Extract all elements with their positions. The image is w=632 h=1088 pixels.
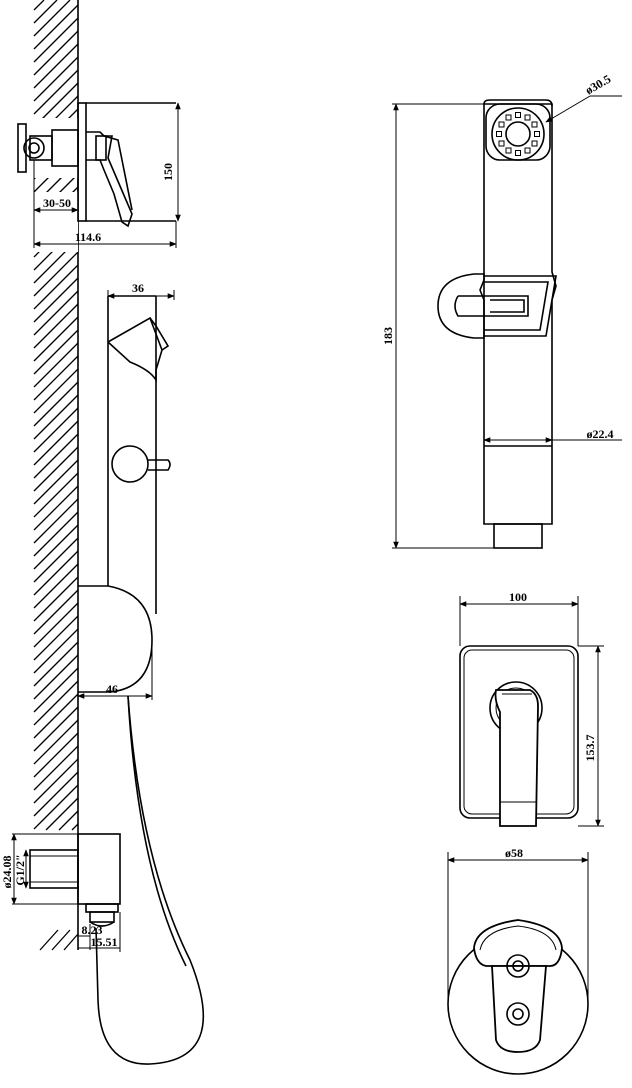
dim-label-d24-08: ø24.08: [0, 856, 14, 889]
wall-section: [14, 0, 79, 950]
hatch-line: [33, 680, 79, 726]
hatch-line: [33, 394, 79, 440]
hatch-line: [33, 693, 79, 739]
dim-label-d22-4: ø22.4: [587, 427, 614, 441]
hatch-line: [33, 745, 79, 791]
nozzle-hole: [498, 121, 505, 128]
hatch-line: [33, 758, 79, 804]
mixer-side-view: [17, 102, 181, 248]
hatch-line: [33, 355, 79, 401]
nozzle-hole: [505, 147, 512, 154]
hatch-line: [33, 524, 79, 570]
hatch-line: [33, 563, 79, 609]
hatch-line: [33, 459, 79, 505]
hatch-line: [33, 420, 79, 466]
hatch-line: [33, 251, 79, 297]
nozzle-ring: [496, 112, 540, 156]
nozzle-hole: [524, 114, 531, 121]
shower-hose: [95, 695, 205, 1065]
nozzle-hole: [531, 121, 538, 128]
hatch-line: [33, 4, 79, 50]
hatch-line: [33, 277, 79, 323]
dim-label-183: 183: [381, 327, 395, 345]
hatch-line: [33, 0, 58, 24]
hatch-line: [33, 589, 79, 635]
dim-label-36: 36: [132, 281, 144, 295]
dim-label-15-51: 15.51: [91, 935, 118, 949]
hatch-line: [33, 719, 79, 765]
hatch-line: [33, 0, 71, 37]
hatch-line: [33, 667, 79, 713]
hatch-line: [58, 810, 79, 831]
hatch-line: [33, 381, 79, 427]
dim-label-d30-5: ø30.5: [583, 72, 613, 98]
hatch-line: [33, 784, 79, 830]
hatch-line: [71, 823, 79, 831]
hatch-line: [45, 797, 79, 831]
nozzle-hole: [534, 131, 540, 137]
wall-connector-side-view: [11, 833, 121, 952]
hatch-line: [33, 30, 79, 76]
nozzle-hole: [505, 114, 512, 121]
hatch-line: [33, 446, 79, 492]
dim-label-8-23: 8.23: [82, 923, 103, 937]
hatch-line: [33, 472, 79, 518]
shower-front-view: [392, 95, 622, 549]
dim-label-153-7: 153.7: [583, 735, 597, 762]
hatch-line: [33, 303, 79, 349]
hatch-line: [33, 407, 79, 453]
dim-label-114-6: 114.6: [75, 230, 101, 244]
hatch-line: [33, 316, 79, 362]
hatch-line: [33, 290, 79, 336]
hatch-line: [33, 511, 79, 557]
hatch-line: [33, 732, 79, 778]
nozzle-hole: [496, 131, 502, 137]
hatch-line: [33, 56, 79, 102]
nozzle-hole: [498, 140, 505, 147]
shower-side-view: [77, 290, 175, 700]
dim-label-150: 150: [161, 163, 175, 181]
hatch-line: [33, 485, 79, 531]
dim-label-g-1-2: G1/2": [13, 854, 27, 885]
dim-label-d58: ø58: [505, 846, 523, 860]
hatch-line: [33, 0, 45, 11]
hatch-line: [33, 69, 79, 115]
hatch-line: [33, 550, 79, 596]
hatch-line: [33, 628, 79, 674]
hatch-line: [33, 654, 79, 700]
holder-front-view: [447, 852, 589, 1075]
dim-label-100: 100: [509, 590, 527, 604]
hatch-line: [33, 433, 79, 479]
hatch-line: [33, 706, 79, 752]
hatch-line: [33, 329, 79, 375]
hatch-line: [33, 368, 79, 414]
dim-label-46: 46: [106, 682, 118, 696]
dim-label-30-50: 30-50: [43, 196, 71, 210]
hatch-line: [33, 342, 79, 388]
hatch-line: [33, 537, 79, 583]
hatch-line: [33, 602, 79, 648]
hatch-line: [33, 498, 79, 544]
hatch-line: [33, 641, 79, 687]
hatch-line: [33, 771, 79, 817]
hatch-line: [33, 264, 79, 310]
nozzle-hole: [524, 147, 531, 154]
hatch-line: [33, 615, 79, 661]
hatch-line: [33, 576, 79, 622]
hatch-line: [33, 17, 79, 63]
hatch-line: [33, 43, 79, 89]
nozzle-hole: [515, 150, 521, 156]
nozzle-hole: [515, 112, 521, 118]
mixer-front-view: [459, 596, 604, 827]
nozzle-hole: [531, 140, 538, 147]
